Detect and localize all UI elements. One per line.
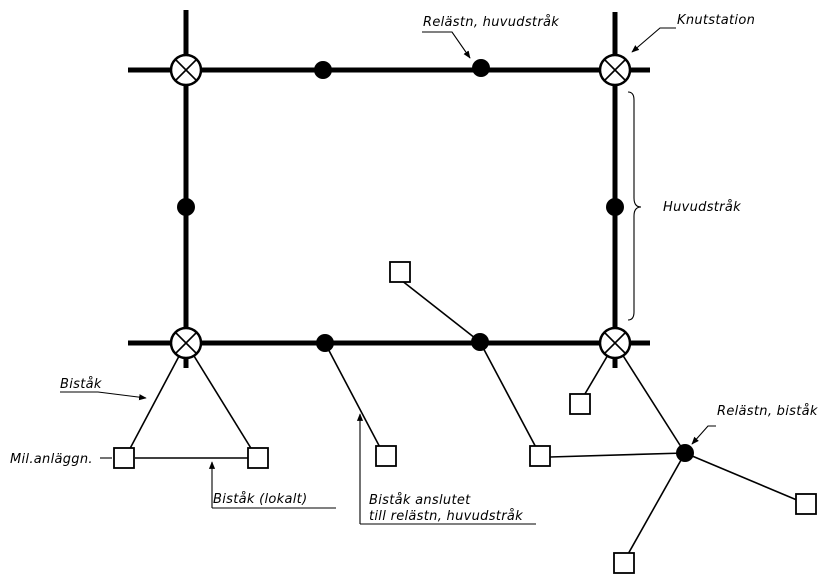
label-mil-installation: Mil.anläggn. — [10, 452, 93, 467]
main-route-brace — [627, 91, 642, 321]
military-installation — [795, 493, 817, 515]
military-installation — [569, 393, 591, 415]
relay-station — [472, 59, 490, 77]
annotations — [60, 27, 716, 525]
knot-station — [169, 326, 203, 360]
leader-branch — [60, 391, 147, 401]
label-main-route: Huvudstråk — [663, 200, 741, 215]
branch-line — [684, 452, 805, 504]
military-installation — [113, 447, 135, 469]
military-installation — [247, 447, 269, 469]
main-routes — [128, 10, 650, 368]
label-relay-main: Relästn, huvudstråk — [423, 15, 559, 30]
relay-station — [316, 334, 334, 352]
relay-station — [606, 198, 624, 216]
military-installation — [613, 552, 635, 574]
knot-station — [598, 326, 632, 360]
label-branch-connected-2: till relästn, huvudstråk — [369, 509, 523, 524]
branch-line — [124, 342, 187, 459]
leader-knot-station — [631, 27, 676, 53]
relay-station — [471, 333, 489, 351]
military-installation — [375, 445, 397, 467]
branch-line — [185, 342, 258, 459]
label-branch-connected-1: Biståk anslutet — [369, 493, 471, 508]
label-relay-branch: Relästn, biståk — [717, 404, 818, 419]
branch-line — [479, 341, 541, 456]
leader-relay-main — [422, 31, 471, 59]
label-branch: Biståk — [60, 377, 102, 392]
relay-station — [177, 198, 195, 216]
branch-line — [614, 342, 686, 454]
military-installation — [389, 261, 411, 283]
knot-station — [169, 53, 203, 87]
leader-relay-branch — [691, 425, 716, 445]
branch-line — [400, 279, 481, 343]
relay-station-branch — [676, 444, 694, 462]
branch-line — [549, 452, 686, 458]
knot-station — [598, 53, 632, 87]
branch-line — [324, 342, 385, 456]
relay-station — [314, 61, 332, 79]
branch-line — [622, 452, 686, 564]
label-branch-local: Biståk (lokalt) — [213, 492, 307, 507]
military-installation — [529, 445, 551, 467]
label-knot-station: Knutstation — [677, 13, 755, 28]
